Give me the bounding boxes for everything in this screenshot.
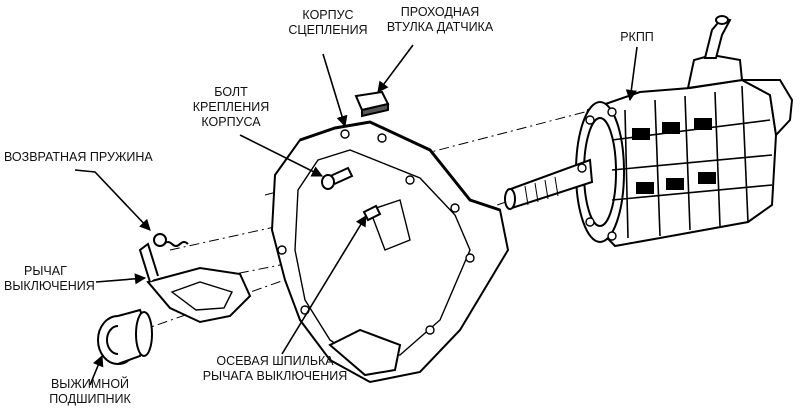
label-pivot-stud-line1: ОСЕВАЯ ШПИЛЬКА <box>216 354 334 368</box>
label-release-lever-line1: РЫЧАГ <box>24 264 67 278</box>
label-return-spring-line1: ВОЗВРАТНАЯ ПРУЖИНА <box>4 150 153 164</box>
label-release-bearing-line1: ВЫЖИМНОЙ <box>50 377 130 391</box>
label-sensor-bushing-line1: ПРОХОДНАЯ <box>400 5 480 19</box>
label-release-bearing-line2: ПОДШИПНИК <box>49 392 131 406</box>
label-return-spring: ВОЗВРАТНАЯ ПРУЖИНА <box>4 150 153 165</box>
label-housing-bolt: БОЛТ КРЕПЛЕНИЯ КОРПУСА <box>186 85 276 130</box>
sensor-bushing-drawing <box>354 90 390 118</box>
label-clutch-housing-line1: КОРПУС <box>302 8 354 22</box>
label-gearbox: РКПП <box>617 30 657 45</box>
return-spring-drawing <box>153 233 189 247</box>
clutch-housing-drawing <box>270 120 510 384</box>
label-housing-bolt-line3: КОРПУСА <box>201 115 261 129</box>
label-housing-bolt-line1: БОЛТ <box>214 85 248 99</box>
housing-bolt-drawing <box>321 166 354 190</box>
label-release-lever: РЫЧАГ ВЫКЛЮЧЕНИЯ <box>4 264 95 294</box>
label-clutch-housing-line2: СЦЕПЛЕНИЯ <box>288 23 368 37</box>
label-pivot-stud: ОСЕВАЯ ШПИЛЬКА РЫЧАГА ВЫКЛЮЧЕНИЯ <box>195 354 355 384</box>
label-sensor-bushing: ПРОХОДНАЯ ВТУЛКА ДАТЧИКА <box>378 5 502 35</box>
label-clutch-housing: КОРПУС СЦЕПЛЕНИЯ <box>288 8 368 38</box>
callout-leaders <box>74 44 638 386</box>
label-release-lever-line2: ВЫКЛЮЧЕНИЯ <box>4 279 95 293</box>
release-bearing-drawing <box>97 308 153 365</box>
label-housing-bolt-line2: КРЕПЛЕНИЯ <box>192 100 270 114</box>
label-gearbox-line1: РКПП <box>620 30 654 44</box>
label-pivot-stud-line2: РЫЧАГА ВЫКЛЮЧЕНИЯ <box>202 369 348 383</box>
release-lever-drawing <box>138 242 252 324</box>
label-sensor-bushing-line2: ВТУЛКА ДАТЧИКА <box>386 20 494 34</box>
gearbox-drawing <box>504 15 794 248</box>
label-release-bearing: ВЫЖИМНОЙ ПОДШИПНИК <box>40 377 140 407</box>
